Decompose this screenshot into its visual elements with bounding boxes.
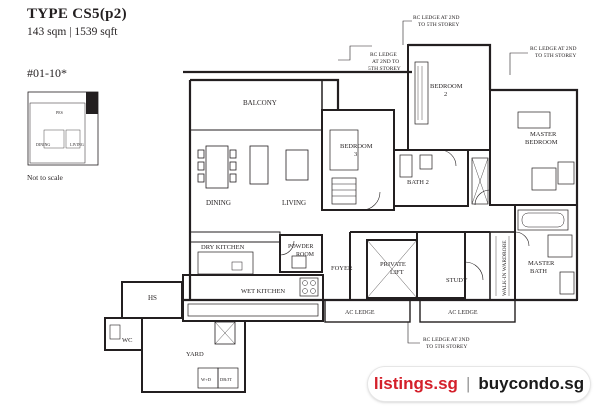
label-dry-kitchen: DRY KITCHEN	[201, 244, 245, 251]
keyplan-label-pes: PES	[56, 110, 63, 115]
callout-leaders	[338, 20, 528, 344]
label-private-lift-a: PRIVATE	[380, 261, 406, 268]
label-master-bedroom-a: MASTER	[530, 131, 557, 138]
label-bedroom-3-a: BEDROOM	[340, 143, 373, 150]
label-yard: YARD	[186, 351, 204, 358]
label-master-bath-a: MASTER	[528, 260, 555, 267]
keyplan-label-living: LIVING	[70, 142, 84, 147]
unit-type-title: TYPE CS5(p2)	[27, 6, 127, 22]
label-ac-ledge-right: AC LEDGE	[448, 310, 478, 316]
callout-rc-right-1: RC LEDGE AT 2ND	[530, 46, 577, 52]
label-powder-room-b: ROOM	[296, 252, 315, 258]
dining-furniture	[197, 145, 237, 189]
label-master-bedroom-b: BEDROOM	[525, 139, 558, 146]
bath-2-walls	[393, 149, 469, 207]
living-furniture	[249, 145, 309, 185]
watermark-listings: listings.sg	[373, 374, 458, 393]
label-bedroom-2-b: 2	[444, 91, 447, 98]
label-ac-ledge-left: AC LEDGE	[345, 310, 375, 316]
callout-rc-left-1: RC LEDGE	[370, 52, 397, 58]
ac-ledges	[324, 299, 516, 323]
label-living: LIVING	[282, 199, 306, 207]
callout-rc-bottom-2: TO 5TH STOREY	[426, 344, 467, 350]
label-bedroom-2-a: BEDROOM	[430, 83, 463, 90]
powder-room-walls	[279, 234, 323, 273]
core-walls	[349, 231, 490, 300]
watermark-badge: listings.sg | buycondo.sg	[368, 367, 590, 401]
master-bedroom-walls	[489, 89, 578, 206]
callout-rc-left-3: 5TH STOREY	[368, 66, 401, 72]
label-master-bath-b: BATH	[530, 268, 547, 275]
label-hs: HS	[148, 294, 157, 302]
label-wet-kitchen: WET KITCHEN	[241, 288, 285, 295]
label-dining: DINING	[206, 199, 231, 207]
label-bath-2: BATH 2	[407, 179, 429, 186]
label-dbjt: DB/JT	[220, 377, 232, 382]
callout-rc-right-2: TO 5TH STOREY	[535, 53, 576, 59]
unit-number: #01-10*	[27, 66, 67, 80]
label-wd: W+D	[201, 377, 212, 382]
label-balcony: BALCONY	[243, 99, 277, 107]
callout-rc-top-2: TO 5TH STOREY	[418, 22, 459, 28]
watermark-buycondo: buycondo.sg	[478, 374, 585, 393]
watermark-separator: |	[465, 374, 471, 393]
label-private-lift-b: LIFT	[390, 269, 404, 276]
label-foyer: FOYER	[331, 265, 353, 272]
label-powder-room-a: POWDER	[288, 244, 313, 250]
key-plan	[27, 91, 99, 166]
label-study: STUDY	[446, 277, 468, 284]
label-walk-in-wardrobe: WALK-IN WARDROBE	[502, 240, 508, 296]
keyplan-label-dining: DINING	[36, 142, 50, 147]
callout-rc-top-1: RC LEDGE AT 2ND	[413, 15, 460, 21]
callout-rc-bottom-1: RC LEDGE AT 2ND	[423, 337, 470, 343]
callout-rc-left-2: AT 2ND TO	[372, 59, 399, 65]
bedroom-2-walls	[407, 44, 491, 151]
unit-size: 143 sqm | 1539 sqft	[27, 26, 118, 38]
door-swings	[279, 149, 530, 281]
label-wc: WC	[122, 337, 132, 344]
service-area-walls	[104, 281, 246, 393]
scale-note: Not to scale	[27, 173, 63, 182]
label-bedroom-3-b: 3	[354, 151, 357, 158]
wet-kitchen-walls	[182, 274, 324, 322]
